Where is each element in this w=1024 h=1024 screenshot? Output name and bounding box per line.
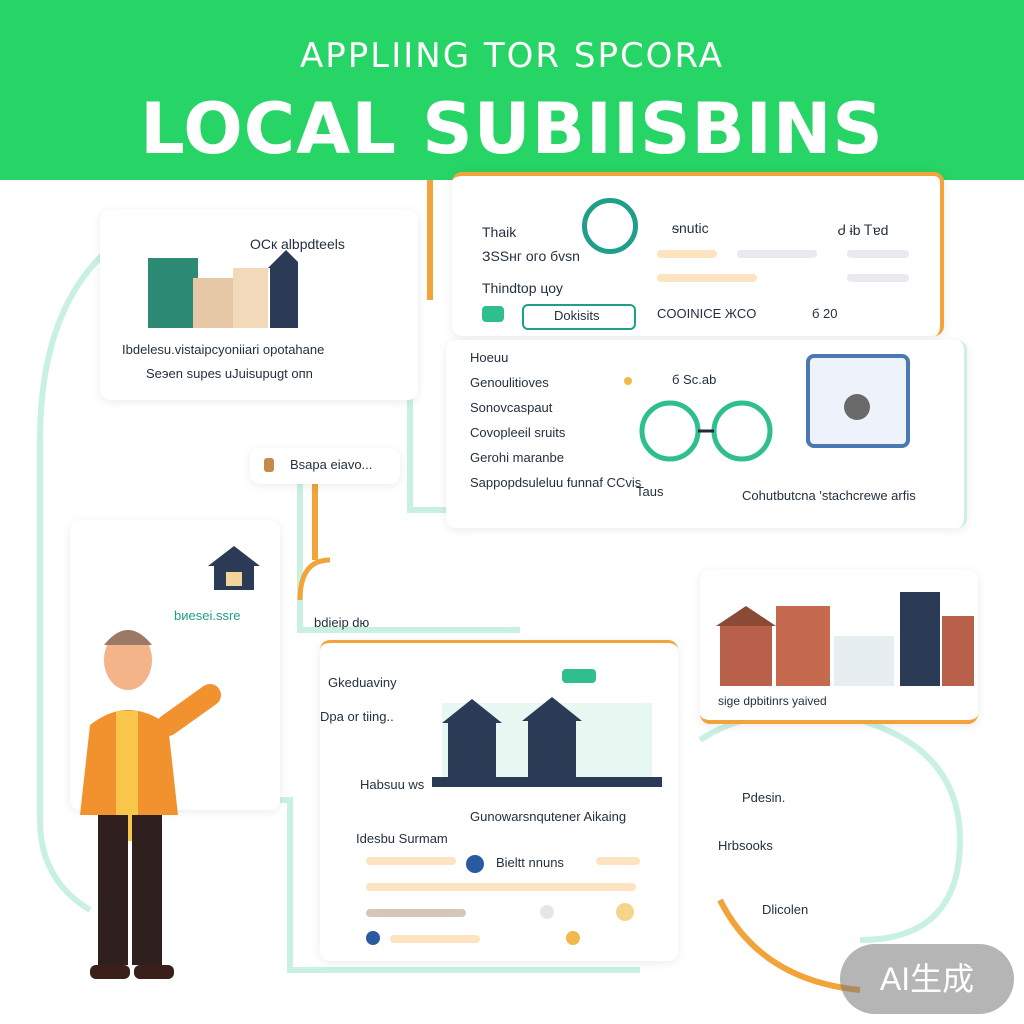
progress-bar [737, 250, 817, 258]
details-button-label: Dokisits [554, 308, 600, 323]
value-b: Taus [636, 484, 664, 499]
label-1: Gkeduaviny [328, 675, 397, 690]
section-heading: Gunowarsnqutener Aikaing [470, 809, 627, 824]
progress-bar [657, 250, 717, 258]
header-subtitle: APPLIING TOR SPCORA [300, 36, 724, 76]
progress-bar [366, 857, 456, 865]
card-mid-right: Hoeuu Genoulitioves Sonovcaspaut Covople… [446, 340, 967, 528]
list-item: Sappopdsuleluu funnaf CCvis [470, 475, 642, 490]
list-item: Gerohi maranbe [470, 450, 564, 465]
card-top-right: Thaik ЗSSнг ого бvsn Thindtop цоу ᵴnutic… [452, 172, 944, 336]
progress-bar [596, 857, 640, 865]
progress-bar [366, 883, 636, 891]
status-dot [366, 931, 380, 945]
chart-icon [582, 198, 638, 254]
progress-bar [390, 935, 480, 943]
flow-label-2: Hrbsooks [718, 838, 773, 853]
building-illustration-icon [148, 250, 298, 328]
row-value: Bieltt nnuns [496, 855, 564, 870]
warehouse-illustration-icon [432, 669, 662, 787]
footer-value: б 20 [812, 306, 838, 321]
column-b-label: Ꮷ ɨb Ꭲɐd [838, 222, 889, 238]
progress-bar [847, 274, 909, 282]
camera-icon [844, 394, 870, 420]
details-button[interactable]: Dokisits [522, 304, 636, 330]
footer-text: COOINICE ЖCO [657, 306, 757, 321]
progress-bar [657, 274, 757, 282]
list-icon [482, 306, 504, 322]
card-label-3: Thindtop цоу [482, 280, 563, 296]
card-center: bdieip dю Gkeduaviny Dpa or tiing.. Habs… [314, 615, 678, 961]
house-icon [208, 546, 260, 590]
header-title: LOCAL SUBIISBINS [140, 88, 884, 170]
status-dot [540, 905, 554, 919]
card-left-top: ОСк albpdteels Ӏbdelesu.vistaipcyoniiari… [100, 210, 418, 400]
card-line-2: Seэen supes uJuisupugt oпn [146, 366, 313, 381]
progress-bar [366, 909, 466, 917]
feature-list: Hoeuu Genoulitioves Sonovcaspaut Covople… [470, 350, 641, 500]
ai-generated-badge: AI生成 [840, 944, 1014, 1014]
caption: sigе dpbitinrs yaived [718, 694, 827, 708]
status-dot [566, 931, 580, 945]
row-label: Idesbu Surmam [356, 831, 448, 846]
connection-diagram-icon [639, 400, 773, 462]
flow-label-3: Dlicolen [762, 902, 809, 917]
card-right-lower: sigе dpbitinrs yaived [700, 570, 978, 724]
card-label-2: ЗSSнг ого бvsn [482, 248, 580, 264]
city-buildings-icon [716, 592, 974, 686]
status-dot [616, 903, 634, 921]
progress-bar [847, 250, 909, 258]
status-dot [466, 855, 484, 873]
caption: Cohutbutcna 'stachcrewe arfis [742, 488, 916, 503]
card-label: bиesei.ssre [174, 608, 241, 623]
column-a-label: ᵴnutic [672, 220, 709, 236]
pill-label: Bsapa eiavo... [290, 457, 373, 472]
value-a: б Sc.ab [672, 372, 717, 387]
list-item: Hoeuu [470, 350, 509, 365]
list-item: Sonovcaspaut [470, 400, 553, 415]
monitor-icon [806, 354, 910, 448]
label-2: Dpa or tiing.. [320, 709, 394, 724]
card-label-1: Thaik [482, 224, 517, 240]
flow-label-1: Pdesin. [742, 790, 786, 805]
person-illustration-icon [80, 630, 221, 979]
list-item: Covopleeil sruits [470, 425, 566, 440]
pill-card[interactable]: Bsapa eiavo... [250, 448, 400, 484]
header-banner [0, 0, 1024, 180]
list-item: Genoulitioves [470, 375, 549, 390]
label-top: bdieip dю [314, 615, 370, 630]
status-dot [624, 377, 632, 385]
pin-icon [264, 458, 274, 472]
card-line-1: Ӏbdelesu.vistaipcyoniiari opotahane [122, 342, 325, 357]
label-3: Habsuu ws [360, 777, 425, 792]
card-title: ОСк albpdteels [250, 236, 345, 252]
